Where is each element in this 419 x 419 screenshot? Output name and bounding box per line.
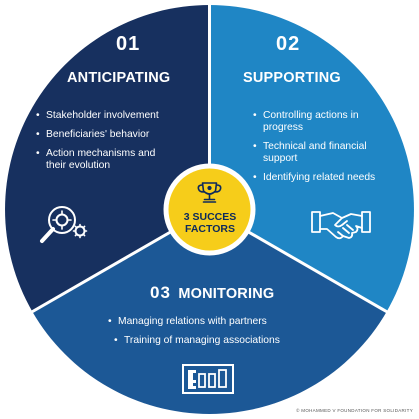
supporting-bullet-list: Controlling actions in progress Technica… xyxy=(253,110,383,191)
list-item: Training of managing associations xyxy=(114,335,318,347)
monitoring-heading: 03 MONITORING xyxy=(150,283,274,303)
center-circle xyxy=(168,168,251,251)
center-label: 3 SUCCES FACTORS xyxy=(168,211,252,235)
center-label-line1: 3 SUCCES xyxy=(183,211,237,223)
list-item: Action mechanisms and their evolution xyxy=(36,148,161,172)
anticipating-number: 01 xyxy=(116,33,141,55)
credit-text: © MOHAMMED V FOUNDATION FOR SOLIDARITY xyxy=(296,408,413,413)
progress-boxes-icon xyxy=(182,364,234,394)
list-item: Beneficiaries' behavior xyxy=(36,129,161,141)
list-item: Technical and financial support xyxy=(253,141,383,165)
handshake-icon xyxy=(311,211,371,240)
monitoring-number: 03 xyxy=(150,283,171,302)
trophy-icon xyxy=(197,182,222,203)
monitoring-bullet-list: Managing relations with partners Trainin… xyxy=(108,316,318,354)
list-item: Stakeholder involvement xyxy=(36,110,161,122)
list-item: Controlling actions in progress xyxy=(253,110,383,134)
anticipating-title: ANTICIPATING xyxy=(67,70,171,86)
supporting-number: 02 xyxy=(276,33,301,55)
list-item: Identifying related needs xyxy=(253,172,383,184)
monitoring-title: MONITORING xyxy=(178,286,275,302)
supporting-title: SUPPORTING xyxy=(243,70,341,86)
anticipating-bullet-list: Stakeholder involvement Beneficiaries' b… xyxy=(36,110,161,179)
center-label-line2: FACTORS xyxy=(185,223,235,235)
magnifier-gears-icon xyxy=(40,206,88,243)
list-item: Managing relations with partners xyxy=(108,316,318,328)
